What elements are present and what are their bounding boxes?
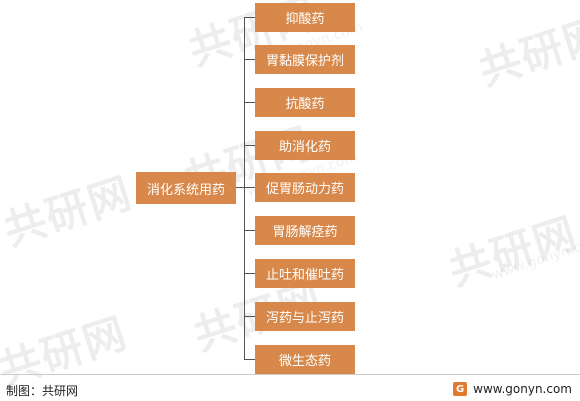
child-node-label: 微生态药 (278, 354, 331, 369)
branch-line (244, 102, 255, 103)
branch-line (244, 59, 255, 60)
child-node: 胃黏膜保护剂 (255, 45, 355, 74)
child-node: 助消化药 (255, 131, 355, 160)
child-node-label: 泻药与止泻药 (265, 311, 344, 326)
child-node-label: 促胃肠动力药 (265, 182, 344, 197)
footer-divider (0, 374, 580, 375)
footer-website-label: www.gonyn.com (473, 382, 572, 396)
branch-line (244, 316, 255, 317)
child-node-label: 抑酸药 (285, 12, 325, 27)
child-node-label: 助消化药 (278, 140, 331, 155)
child-node: 胃肠解痉药 (255, 216, 355, 245)
watermark-text: 共研网 (0, 167, 139, 256)
footer-credit: 制图：共研网 (6, 384, 79, 398)
watermark: 共研网 (0, 159, 139, 258)
root-node: 消化系统用药 (136, 172, 236, 204)
child-node: 微生态药 (255, 345, 355, 374)
child-node: 促胃肠动力药 (255, 173, 355, 202)
branch-line (244, 230, 255, 231)
child-node-label: 抗酸药 (285, 97, 325, 112)
branch-line (244, 187, 255, 188)
root-connector (236, 187, 245, 188)
child-node: 抑酸药 (255, 3, 355, 32)
branch-line (244, 359, 255, 360)
watermark-text: 共研网 (472, 7, 580, 96)
branch-line (244, 145, 255, 146)
footer-website[interactable]: G www.gonyn.com (453, 382, 572, 396)
root-node-label: 消化系统用药 (146, 182, 225, 198)
child-node: 泻药与止泻药 (255, 302, 355, 331)
trunk-line (244, 17, 245, 359)
child-node: 抗酸药 (255, 88, 355, 117)
branch-line (244, 17, 255, 18)
child-node-label: 胃肠解痉药 (272, 225, 338, 240)
child-node-label: 胃黏膜保护剂 (265, 54, 344, 69)
child-node-label: 止吐和催吐药 (265, 268, 344, 283)
gonyn-logo-icon: G (453, 382, 468, 396)
child-node: 止吐和催吐药 (255, 259, 355, 288)
branch-line (244, 273, 255, 274)
watermark: 共研网 (470, 0, 580, 98)
